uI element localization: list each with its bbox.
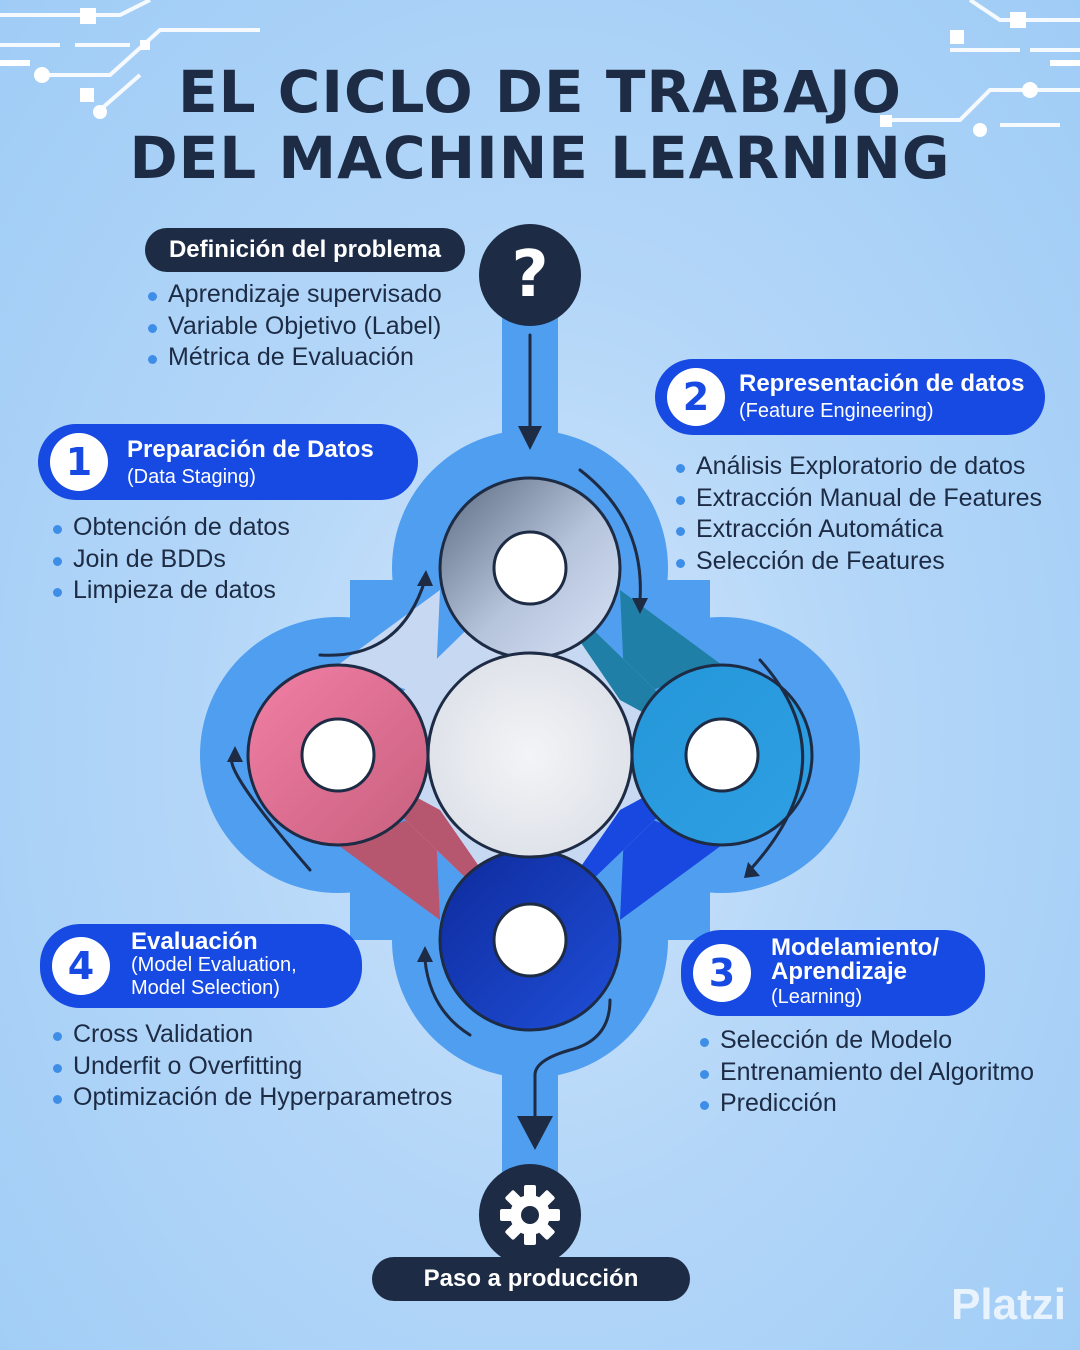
brand-logo: Platzi [951,1280,1066,1330]
step-1-list: Obtención de datos Join de BDDs Limpieza… [53,512,290,607]
list-item: Underfit o Overfitting [53,1051,452,1083]
step-2-number: 2 [667,368,725,426]
step-3-pill: 3 Modelamiento/ Aprendizaje (Learning) [681,930,985,1016]
step-4-subtitle-line-2: Model Selection) [131,977,280,999]
step-4-title: Evaluación [131,928,258,955]
gear-icon [479,1164,581,1266]
step-3-number: 3 [693,944,751,1002]
step-3-subtitle: (Learning) [771,986,863,1008]
list-item: Extracción Automática [676,514,1042,546]
problem-definition-label: Definición del problema [145,228,465,272]
circuit-decoration-right [880,0,1080,137]
list-item: Entrenamiento del Algoritmo [700,1057,1034,1089]
list-item: Variable Objetivo (Label) [148,311,442,343]
title-line-2: DEL MACHINE LEARNING [129,124,951,192]
list-item: Obtención de datos [53,512,290,544]
question-icon: ? [479,224,581,326]
list-item: Join de BDDs [53,544,290,576]
title-line-1: EL CICLO DE TRABAJO [178,58,902,126]
step-2-list: Análisis Exploratorio de datos Extracció… [676,451,1042,577]
step-1-pill: 1 Preparación de Datos (Data Staging) [38,424,418,500]
list-item: Optimización de Hyperparametros [53,1082,452,1114]
list-item: Predicción [700,1088,1034,1120]
list-item: Selección de Modelo [700,1025,1034,1057]
step-3-title: Modelamiento/ [771,934,940,961]
circuit-decoration-left [0,0,260,119]
brand-name: Platzi [951,1280,1066,1329]
step-1-subtitle: (Data Staging) [127,466,256,488]
production-label: Paso a producción [372,1257,690,1301]
step-1-number: 1 [50,433,108,491]
list-item: Selección de Features [676,546,1042,578]
step-4-number: 4 [52,937,110,995]
step-4-subtitle: (Model Evaluation, [131,954,297,976]
step-4-pill: 4 Evaluación (Model Evaluation, Model Se… [40,924,362,1008]
step-2-subtitle: (Feature Engineering) [739,400,934,422]
step-4-list: Cross Validation Underfit o Overfitting … [53,1019,452,1114]
problem-definition-list: Aprendizaje supervisado Variable Objetiv… [148,279,442,374]
list-item: Métrica de Evaluación [148,342,442,374]
list-item: Análisis Exploratorio de datos [676,451,1042,483]
list-item: Aprendizaje supervisado [148,279,442,311]
step-1-title: Preparación de Datos [127,436,374,463]
list-item: Limpieza de datos [53,575,290,607]
step-3-title-line-2: Aprendizaje [771,958,908,985]
step-2-pill: 2 Representación de datos (Feature Engin… [655,359,1045,435]
step-3-list: Selección de Modelo Entrenamiento del Al… [700,1025,1034,1120]
list-item: Cross Validation [53,1019,452,1051]
list-item: Extracción Manual de Features [676,483,1042,515]
step-2-title: Representación de datos [739,370,1025,397]
